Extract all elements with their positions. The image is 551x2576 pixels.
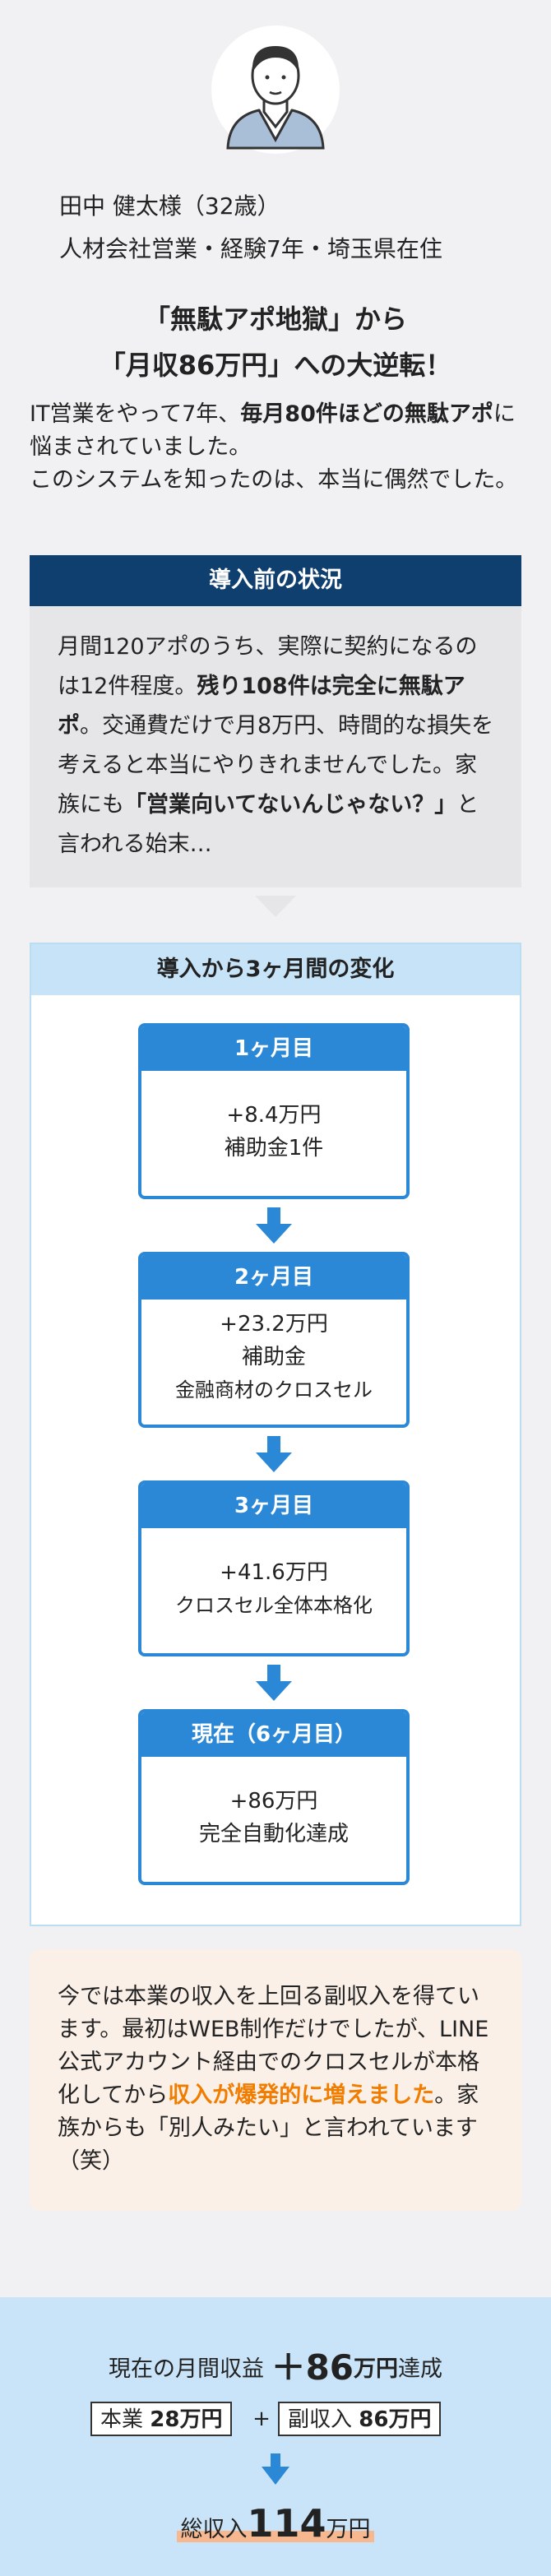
- down-arrow-icon: [256, 1436, 292, 1472]
- before-box: 導入前の状況 月間120アポのうち、実際に契約になるのは12件程度。残り108件…: [30, 555, 521, 917]
- before-body: 月間120アポのうち、実際に契約になるのは12件程度。残り108件は完全に無駄ア…: [30, 606, 521, 887]
- intro-text: IT営業をやって7年、毎月80件ほどの無駄アポに悩まされていました。 このシステ…: [30, 398, 521, 497]
- side-income-box: 副収入 86万円: [278, 2402, 442, 2436]
- before-bold-2: 「営業向いてないんじゃない？」: [124, 792, 457, 818]
- note-text-1: 今では本業の収入を上回る副収入を得ています。最初はWEB制作だけでしたが、LIN…: [58, 1984, 489, 2108]
- step-detail: 完全自動化達成: [198, 1822, 349, 1846]
- note-text-2: 。家族からも「別人みたい」と言われています（笑）: [58, 2083, 479, 2174]
- summary-amount: ＋86: [271, 2347, 354, 2388]
- avatar: [211, 25, 340, 154]
- headline: 「無駄アポ地獄」から 「月収86万円」への大逆転！: [0, 296, 551, 388]
- step-amount: +86万円: [229, 1789, 318, 1814]
- profile-name: 田中 健太様（32歳）: [59, 192, 280, 220]
- total-income: 総収入114万円: [0, 2501, 551, 2546]
- plus-sign: +: [252, 2407, 271, 2431]
- step-label: 2ヶ月目: [141, 1255, 406, 1300]
- profile: 田中 健太様（32歳） 人材会社営業・経験7年・埼玉県在住: [59, 185, 442, 271]
- headline-line2: 「月収86万円」への大逆転！: [99, 350, 452, 381]
- step-detail: 補助金: [241, 1345, 306, 1369]
- before-text-1: 月間120アポのうち、実際に契約になるのは12件程度。: [58, 634, 478, 699]
- main-income-box: 本業 28万円: [90, 2402, 233, 2436]
- step-amount: +23.2万円: [220, 1312, 328, 1337]
- step-card-3: 3ヶ月目 +41.6万円 クロスセル全体本格化: [138, 1480, 410, 1656]
- summary-prefix: 現在の月間収益: [108, 2356, 264, 2382]
- changes-section: 導入から3ヶ月間の変化 1ヶ月目 +8.4万円 補助金1件 2ヶ月目 +23.2…: [30, 943, 521, 1926]
- step-detail-sub: 金融商材のクロスセル: [175, 1378, 373, 1402]
- headline-line1: 「無駄アポ地獄」から: [143, 303, 407, 335]
- intro-p1-bold: 毎月80件ほどの無駄アポ: [240, 401, 493, 427]
- step-card-1: 1ヶ月目 +8.4万円 補助金1件: [138, 1023, 410, 1199]
- before-text-3: と言われる始末…: [58, 792, 479, 857]
- down-arrow-icon: [256, 1207, 292, 1244]
- main-income-label: 本業: [100, 2407, 144, 2432]
- step-amount: +8.4万円: [226, 1103, 322, 1128]
- total-label: 総収入: [180, 2517, 248, 2542]
- main-income-value: 28万円: [150, 2407, 223, 2432]
- before-title: 導入前の状況: [30, 555, 521, 606]
- intro-p2: このシステムを知ったのは、本当に偶然でした。: [30, 467, 518, 493]
- summary-unit: 万円: [354, 2356, 399, 2382]
- side-income-label: 副収入: [288, 2407, 353, 2432]
- testimonial-note: 今では本業の収入を上回る副収入を得ています。最初はWEB制作だけでしたが、LIN…: [30, 1949, 521, 2211]
- speech-caret: [255, 896, 296, 917]
- down-arrow-icon: [262, 2453, 289, 2485]
- note-highlight: 収入が爆発的に増えました: [168, 2083, 435, 2108]
- income-summary: 現在の月間収益 ＋86万円達成 本業 28万円 + 副収入 86万円 総収入11…: [0, 2297, 551, 2576]
- profile-details: 人材会社営業・経験7年・埼玉県在住: [59, 235, 442, 262]
- step-card-2: 2ヶ月目 +23.2万円 補助金 金融商材のクロスセル: [138, 1252, 410, 1428]
- changes-title: 導入から3ヶ月間の変化: [31, 944, 520, 995]
- intro-p1-end: に悩まされていました。: [30, 401, 516, 460]
- step-amount: +41.6万円: [220, 1560, 328, 1585]
- step-label: 1ヶ月目: [141, 1026, 406, 1071]
- total-unit: 万円: [326, 2517, 371, 2542]
- monthly-income-line: 現在の月間収益 ＋86万円達成: [0, 2340, 551, 2390]
- step-label: 3ヶ月目: [141, 1484, 406, 1528]
- total-value: 114: [247, 2501, 326, 2546]
- down-arrow-icon: [256, 1665, 292, 1701]
- before-text-2: 。交通費だけで月8万円、時間的な損失を考えると本当にやりきれませんでした。家族に…: [58, 713, 494, 818]
- before-bold-1: 残り108件は完全に無駄アポ: [58, 674, 465, 739]
- step-card-4: 現在（6ヶ月目） +86万円 完全自動化達成: [138, 1709, 410, 1885]
- intro-p1: IT営業をやって7年、: [30, 401, 241, 427]
- summary-suffix: 達成: [398, 2356, 443, 2382]
- step-detail: 補助金1件: [224, 1136, 324, 1161]
- step-detail: クロスセル全体本格化: [175, 1594, 373, 1617]
- step-label: 現在（6ヶ月目）: [141, 1712, 406, 1757]
- side-income-value: 86万円: [359, 2407, 432, 2432]
